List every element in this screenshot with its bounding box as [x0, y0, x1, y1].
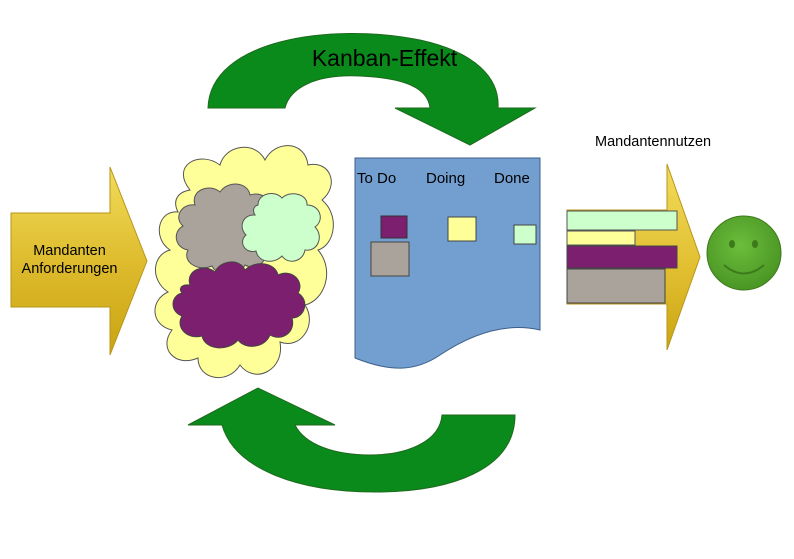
kanban-board	[354, 157, 541, 369]
done-cloud	[241, 193, 321, 262]
todo-card-purple	[380, 215, 408, 239]
doing-card-yellow	[447, 216, 477, 242]
benefit-bar-purple	[566, 245, 678, 269]
column-done: Done	[494, 170, 530, 187]
benefit-bar-yellow	[566, 230, 636, 246]
input-label: Mandanten Anforderungen	[12, 242, 127, 278]
benefit-bar-mint	[566, 210, 678, 231]
diagram-title-text: Kanban-Effekt	[311, 45, 458, 71]
input-label-line1: Mandanten	[33, 243, 106, 259]
bottom-cycle-arrow	[187, 387, 516, 493]
benefit-bar-gray	[566, 268, 666, 304]
column-doing: Doing	[426, 170, 466, 187]
output-label: Mandantennutzen	[595, 134, 712, 150]
todo-cloud	[175, 183, 277, 276]
top-cycle-arrow	[207, 32, 537, 146]
input-arrow	[10, 166, 148, 356]
done-card-mint	[513, 224, 537, 245]
diagram-title: Kanban-Effekt	[0, 45, 794, 72]
smiley-face-icon	[706, 215, 782, 291]
column-todo: To Do	[357, 170, 397, 187]
doing-cloud	[172, 261, 306, 349]
todo-card-gray	[370, 241, 410, 277]
input-label-line2: Anforderungen	[21, 261, 118, 277]
